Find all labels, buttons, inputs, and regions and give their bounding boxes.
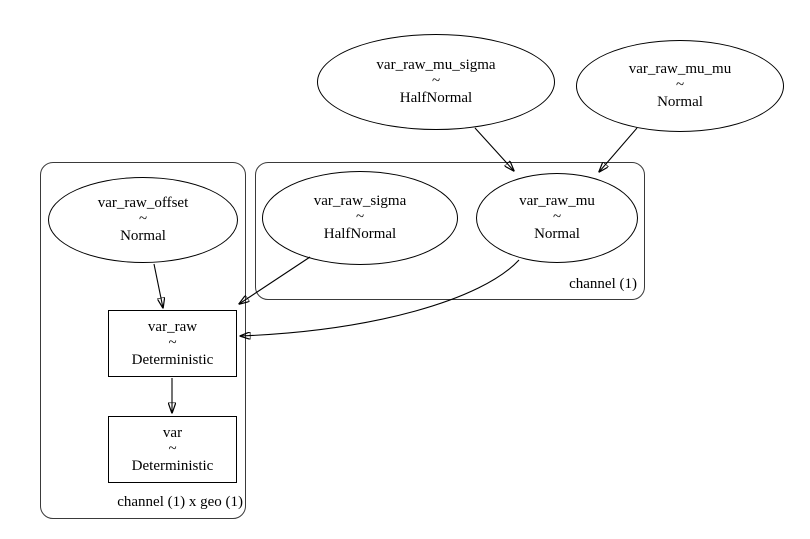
- node-tilde: ~: [355, 209, 365, 225]
- node-name: var_raw_offset: [97, 195, 189, 211]
- node-distribution: Normal: [534, 226, 580, 242]
- node-tilde: ~: [552, 209, 562, 225]
- node-distribution: Normal: [120, 228, 166, 244]
- node-tilde: ~: [138, 211, 148, 227]
- node-distribution: Deterministic: [131, 457, 214, 474]
- node-var_raw_mu: var_raw_mu ~ Normal: [476, 173, 638, 263]
- cluster-channel-x-geo-label: channel (1) x geo (1): [117, 494, 243, 510]
- cluster-channel-x-geo: [40, 162, 246, 519]
- node-tilde: ~: [168, 440, 177, 457]
- node-var_raw: var_raw ~ Deterministic: [108, 310, 237, 377]
- node-tilde: ~: [168, 334, 177, 351]
- node-name: var_raw: [147, 318, 198, 335]
- node-var_raw_offset: var_raw_offset ~ Normal: [48, 177, 238, 263]
- node-tilde: ~: [431, 73, 441, 89]
- cluster-channel-label: channel (1): [569, 276, 637, 292]
- node-distribution: HalfNormal: [323, 226, 397, 242]
- node-var_raw_mu_mu: var_raw_mu_mu ~ Normal: [576, 40, 784, 132]
- node-name: var_raw_mu_mu: [628, 61, 732, 77]
- node-var_raw_sigma: var_raw_sigma ~ HalfNormal: [262, 171, 458, 265]
- node-name: var: [162, 424, 183, 441]
- node-var_raw_mu_sigma: var_raw_mu_sigma ~ HalfNormal: [317, 34, 555, 130]
- node-var: var ~ Deterministic: [108, 416, 237, 483]
- node-distribution: Normal: [657, 94, 703, 110]
- node-tilde: ~: [675, 77, 685, 93]
- node-name: var_raw_mu_sigma: [376, 57, 496, 73]
- node-name: var_raw_sigma: [313, 193, 407, 209]
- node-distribution: HalfNormal: [399, 90, 473, 106]
- node-distribution: Deterministic: [131, 351, 214, 368]
- node-name: var_raw_mu: [519, 193, 595, 209]
